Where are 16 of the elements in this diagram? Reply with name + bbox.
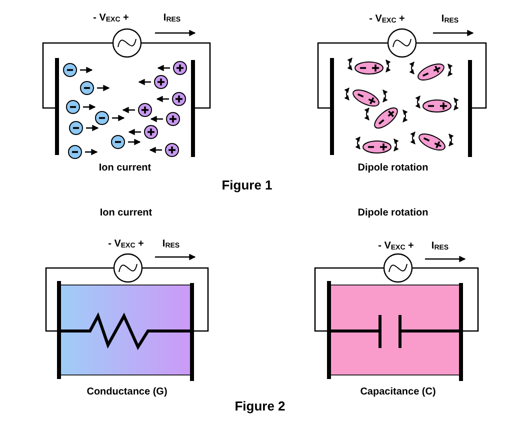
voltage-label: - V$_{EXC}$ +	[93, 12, 129, 24]
figure-caption: Figure 2	[234, 398, 286, 414]
current-label: I$_{RES}$	[163, 12, 181, 24]
panel-caption: Conductance (G)	[86, 386, 168, 398]
panel-caption: Capacitance (C)	[360, 386, 436, 398]
panel-heading: Ion current	[100, 208, 152, 218]
figure-caption: Figure 1	[222, 178, 272, 192]
panel-heading: Dipole rotation	[358, 208, 428, 218]
current-label: I$_{RES}$	[162, 238, 180, 250]
panel-caption: Ion current	[98, 162, 152, 174]
panel-caption: Dipole rotation	[358, 162, 428, 174]
voltage-label: - V$_{EXC}$ +	[378, 240, 414, 252]
voltage-label: - V$_{EXC}$ +	[369, 14, 405, 24]
current-label: I$_{RES}$	[431, 240, 449, 252]
voltage-label: - V$_{EXC}$ +	[108, 238, 144, 250]
current-label: I$_{RES}$	[441, 14, 459, 24]
